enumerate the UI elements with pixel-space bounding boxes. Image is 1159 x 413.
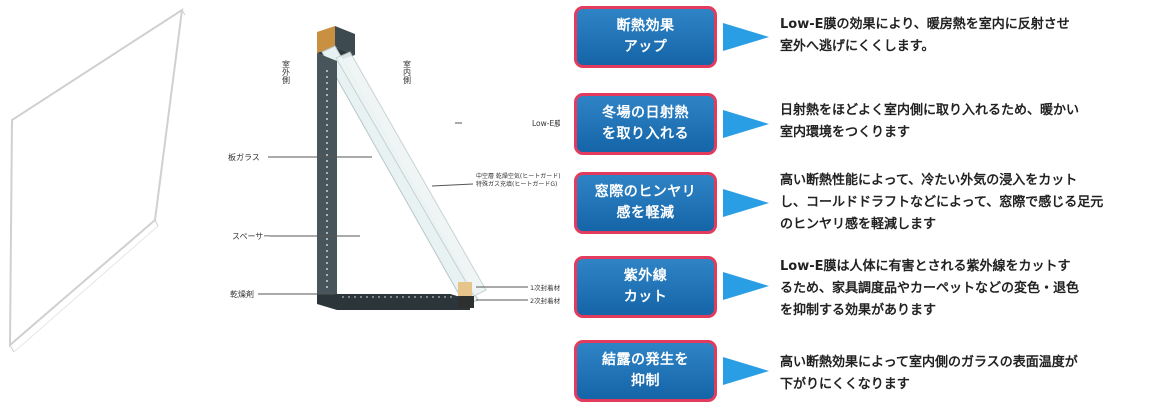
feature-title-line: 感を軽減 [616,205,675,221]
feature-title-line: 結露の発生を [602,352,689,368]
feature-title-line: を取り入れる [602,126,689,142]
feature-box-winter-solar-heat: 冬場の日射熱 を取り入れる [574,93,717,155]
feature-title-line: 窓際のヒンヤリ [594,184,697,200]
spacer-vertical [317,53,337,300]
desiccant-label: 乾燥剤 [230,289,254,299]
feature-box-condensation: 結露の発生を 抑制 [574,340,717,402]
low-e-film-label: Low-E膜 [532,118,560,128]
secondary-seal [458,296,474,308]
outer-glass-pane [321,45,479,306]
feature-title-line: 抑制 [631,373,660,389]
feature-box-insulation: 断熱効果 アップ [574,6,717,68]
arrow-right-icon [723,272,769,300]
feature-title-line: アップ [623,39,668,55]
hollow-layer-label-1: 中空層 乾燥空気(ヒートガード) [476,172,560,180]
inner-glass-pane [335,51,487,297]
arrow-right-icon [723,357,769,385]
feature-title-line: 冬場の日射熱 [602,105,689,121]
feature-box-cold-draft: 窓際のヒンヤリ 感を軽減 [574,172,717,234]
double-glazing-cross-section: 室外側 室内側 Low-E膜 板ガラス 中空層 乾燥空気(ヒートガード) 特殊ガ… [228,26,560,310]
arrow-right-icon [723,189,769,217]
outdoor-side-label: 室外側 [282,59,291,84]
spacer-label: スペーサー [232,232,271,241]
feature-title-line: 断熱効果 [616,18,675,34]
primary-seal [458,282,472,296]
feature-description-condensation: 高い断熱効果によって室内側のガラスの表面温度が 下がりにくくなります [780,355,1078,392]
primary-seal-label: 1次封着材 [530,283,560,292]
feature-box-uv-cut: 紫外線 カット [574,256,717,318]
feature-description-winter-solar-heat: 日射熱をほどよく室内側に取り入れるため、暖かい 室内環境をつくります [780,103,1080,140]
hollow-layer-label-2: 特殊ガス充填(ヒートガードG) [476,180,557,188]
arrow-right-icon [723,23,769,51]
frame-top [317,26,335,53]
arrow-right-icon [723,110,769,138]
secondary-seal-label: 2次封着材 [530,296,560,305]
feature-title-line: カット [623,289,668,305]
plate-glass-label: 板ガラス [228,152,260,162]
feature-description-insulation: Low-E膜の効果により、暖房熱を室内に反射させ 室外へ逃げにくくします。 [780,17,1070,54]
feature-description-uv-cut: Low-E膜は人体に有害とされる紫外線をカットす るため、家具調度品やカーペット… [780,259,1080,318]
indoor-side-label: 室内側 [403,59,412,84]
feature-description-cold-draft: 高い断熱性能によって、冷たい外気の浸入をカット し、コールドドラフトなどによって… [780,173,1104,232]
feature-title-line: 紫外線 [623,268,668,284]
glass-sheet-illustration [8,7,186,353]
